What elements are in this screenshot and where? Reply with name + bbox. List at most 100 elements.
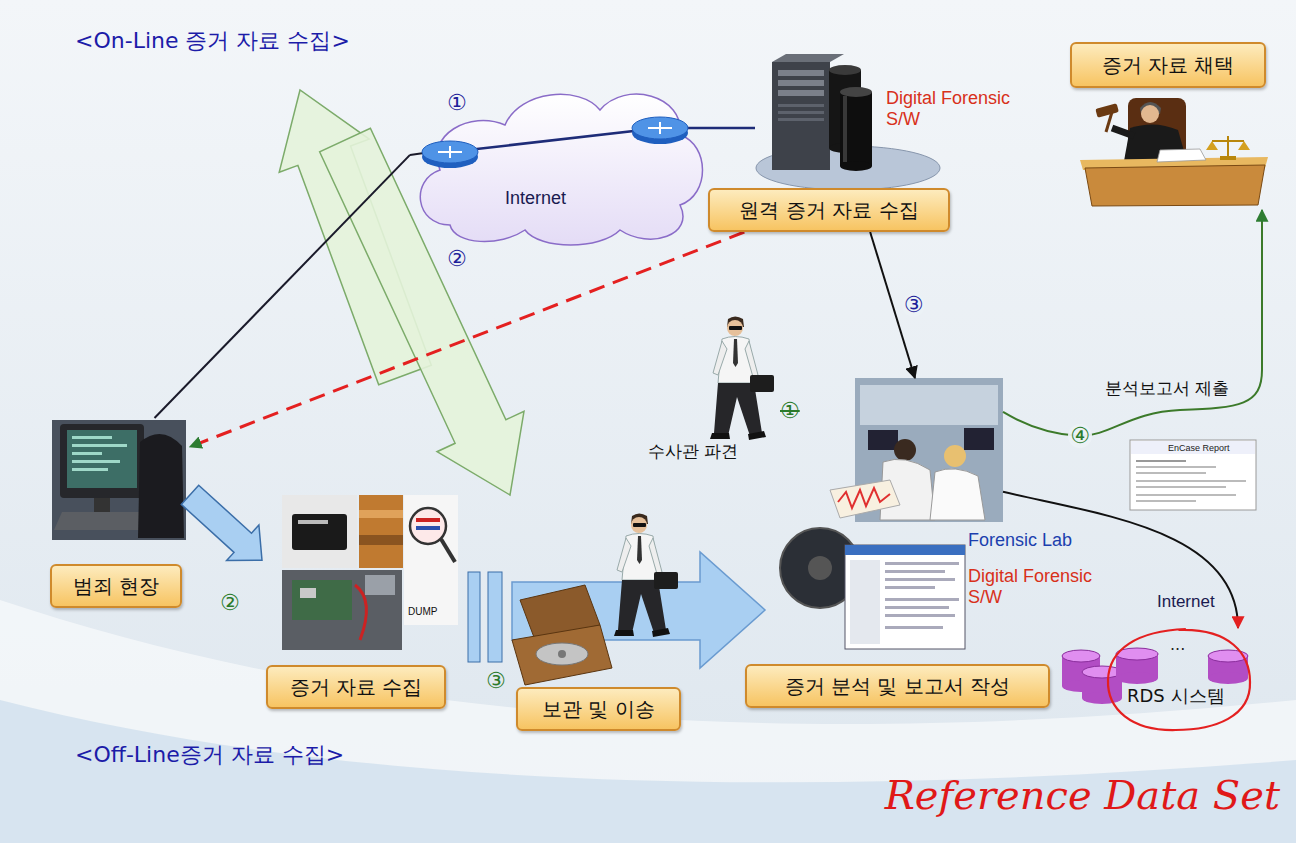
evidence-collection-photos (416, 518, 440, 522)
evidence-collection-photos (410, 508, 446, 544)
briefcase-illustration (536, 643, 588, 665)
label-box: 범죄 현장 (50, 564, 182, 608)
callout-number: ③ (486, 668, 506, 693)
forensic-software-screenshot (850, 560, 880, 644)
server-illustration (778, 70, 824, 76)
node-caption: Digital Forensic S/W (886, 88, 1011, 129)
transport-box: 보관 및 이송 (516, 687, 681, 731)
forensic-lab-photo (944, 445, 966, 467)
box-label: 증거 자료 채택 (1102, 53, 1235, 77)
server-illustration (778, 118, 824, 121)
report-document (1136, 460, 1186, 462)
forensic-software-screenshot (885, 570, 945, 573)
evidence-collection-photos (359, 535, 403, 545)
forensic-lab-photo (964, 428, 994, 450)
forensic-software-screenshot (845, 545, 965, 555)
block-arrow (181, 485, 262, 560)
forensic-software-screenshot (885, 606, 949, 609)
label-box: 증거 자료 채택 (1070, 42, 1266, 88)
forensic-software-screenshot (885, 598, 959, 601)
forensic-software-screenshot (885, 626, 943, 629)
database-cylinders (1208, 672, 1248, 684)
transfer-bars (488, 572, 502, 662)
evidence-collect-node: 증거 자료 수집 (262, 493, 460, 710)
forensic-software-screenshot (845, 545, 965, 649)
evidence-collection-photos (282, 495, 357, 568)
handwritten-note: Reference Data Set (885, 772, 1280, 818)
report-document (1136, 500, 1196, 502)
briefcase-illustration (512, 585, 612, 685)
evidence-collection-photos (282, 570, 402, 650)
callout-number: ② (447, 246, 467, 271)
remote-collect-box: Digital Forensic S/W원격 증거 자료 수집 (708, 188, 950, 232)
node-caption: Internet (1157, 592, 1215, 612)
evidence-collection-photos (300, 588, 316, 598)
caption: 수사관 파견 (648, 442, 738, 462)
report-document (1131, 441, 1255, 454)
report-document (1130, 440, 1256, 510)
evidence-collection-photos (365, 575, 395, 595)
forensic-software-screenshot (780, 528, 965, 649)
node-caption: Forensic Lab (968, 530, 1072, 551)
crime-computer-illustration (60, 424, 144, 498)
server-illustration (772, 54, 844, 62)
evidence-collection-photos (355, 585, 366, 640)
analysis-box: 증거 분석 및 보고서 작성 (745, 664, 1050, 708)
evidence-collection-photos (404, 495, 458, 625)
forensic-lab-photo (830, 480, 900, 518)
server-illustration (829, 65, 861, 75)
edge-label: ④ (1068, 424, 1092, 448)
report-document (1136, 480, 1246, 482)
crime-computer-illustration (52, 420, 186, 540)
crime-computer-illustration (72, 436, 112, 439)
crime-computer-illustration (67, 430, 137, 488)
forensic-software-screenshot (885, 614, 955, 617)
database-cylinders (1062, 650, 1100, 662)
crime-computer-illustration (138, 434, 184, 538)
judge-illustration (1080, 98, 1268, 206)
box-label: 증거 자료 수집 (290, 675, 423, 699)
evidence-collection-photos (292, 514, 347, 550)
server-illustration (840, 92, 872, 166)
database-cylinders (1082, 692, 1122, 704)
callout-number: ① (780, 398, 800, 423)
report-document (1136, 494, 1236, 496)
adoption-node: 증거 자료 채택 (1068, 40, 1268, 210)
edge-label: ③ (902, 293, 926, 317)
server-illustration (778, 111, 824, 114)
forensic-software-screenshot (808, 556, 832, 580)
server-illustration (840, 161, 872, 171)
remote-access-line (190, 232, 744, 447)
transfer-bars (468, 572, 480, 662)
server-illustration (778, 90, 824, 96)
section-heading: <On-Line 증거 자료 수집> (75, 28, 350, 53)
forensic-lab-photo (894, 439, 916, 461)
crime-computer-illustration (94, 498, 110, 512)
judge-illustration (1220, 156, 1236, 160)
forensic-software-screenshot (885, 578, 955, 581)
evidence-collection-photos (359, 510, 403, 518)
evidence-collection-photos (416, 526, 440, 530)
crime-computer-illustration (72, 460, 120, 463)
judge-illustration (1157, 149, 1206, 162)
report-document (1136, 486, 1226, 488)
ellipsis: ... (1170, 636, 1185, 654)
evidence-collection-photos (298, 520, 328, 524)
judge-illustration (1212, 140, 1244, 142)
crime-computer-illustration (72, 444, 127, 447)
forensic-lab-photo (930, 469, 985, 520)
callout-number: ① (447, 90, 467, 115)
forensic-lab-photo (830, 378, 1003, 522)
database-cylinders (1116, 672, 1158, 684)
forensic-lab-node: Forensic LabDigital Forensic S/W (855, 378, 1003, 522)
ellipse-outline (1108, 629, 1250, 730)
node-caption: Digital Forensic S/W (968, 566, 1093, 607)
label-box: 증거 자료 수집 (266, 665, 446, 709)
server-illustration (778, 80, 824, 86)
report-document (1136, 466, 1216, 468)
server-illustration (778, 104, 824, 107)
cloud-shape (632, 117, 688, 139)
cloud-shape (450, 128, 660, 152)
